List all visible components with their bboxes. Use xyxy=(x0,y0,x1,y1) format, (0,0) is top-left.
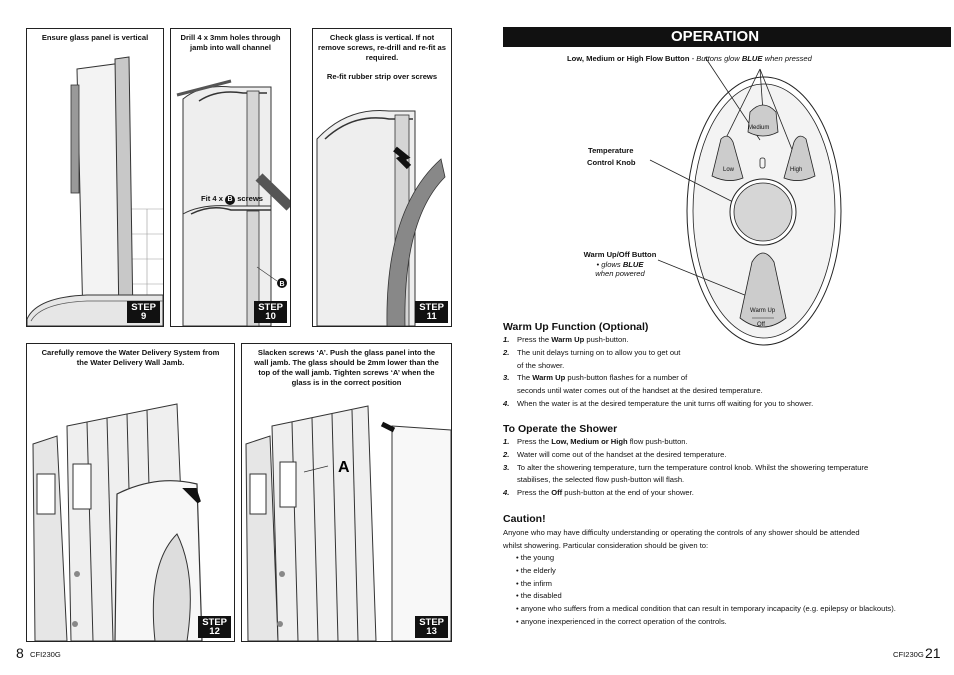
step-number: 2. xyxy=(503,347,510,357)
warm-up-steps: 1.Press the Warm Up push-button.2.The un… xyxy=(503,334,813,411)
off-button-label: Off xyxy=(757,322,765,328)
step-13-callout-a: A xyxy=(338,459,350,476)
step-number: 4. xyxy=(503,488,510,498)
operation-title: OPERATION xyxy=(671,28,760,45)
b-callout-icon: B xyxy=(225,195,236,205)
step-item: 3.To alter the showering temperature, tu… xyxy=(503,462,868,475)
warm-up-off-label: Warm Up/Off Button • glows BLUE when pow… xyxy=(583,250,657,279)
step-number: 3. xyxy=(503,373,510,383)
temperature-control-knob[interactable] xyxy=(733,182,793,242)
step-11-illustration xyxy=(316,110,446,326)
step-10-callout-b: B xyxy=(279,281,284,288)
step-9-illustration xyxy=(27,29,163,326)
step-11-caption: Check glass is vertical. If not remove s… xyxy=(318,33,446,62)
thermometer-icon xyxy=(759,157,766,169)
low-button-label: Low xyxy=(723,167,735,173)
step-item: 4.Press the Off push-button at the end o… xyxy=(503,487,868,500)
step-item: stabilises, the selected flow push-butto… xyxy=(517,475,685,485)
warm-up-button-label: Warm Up xyxy=(750,308,776,314)
step-10-caption: Drill 4 x 3mm holes through jamb into wa… xyxy=(180,33,281,52)
left-page-number: 8 xyxy=(16,645,24,661)
step-10-sub-caption: Fit 4 x B screws xyxy=(201,194,263,205)
step-item: of the shower. xyxy=(517,360,565,370)
caution-list-item: • anyone inexperienced in the correct op… xyxy=(516,616,727,626)
step-number: 1. xyxy=(503,335,510,344)
step-11-caption-2: Re-fit rubber strip over screws xyxy=(326,72,438,81)
medium-button-label: Medium xyxy=(748,125,770,131)
step-13-panel: A Slacken screws ‘A’. Push the glass pan… xyxy=(241,343,452,642)
step-item: 1.Press the Low, Medium or High flow pus… xyxy=(503,436,868,449)
step-12-caption: Carefully remove the Water Delivery Syst… xyxy=(41,348,220,367)
step-item: 2.The unit delays turning on to allow yo… xyxy=(503,347,813,360)
step-12-illustration xyxy=(32,403,203,641)
right-page-number: 21 xyxy=(925,645,941,661)
high-button[interactable] xyxy=(783,135,816,181)
caution-list: • the young • the elderly • the infirm • th… xyxy=(516,552,908,629)
left-page-code: CFI230G xyxy=(30,650,61,659)
step-item: 2.Water will come out of the handset at … xyxy=(503,449,868,462)
step-number: 2. xyxy=(503,449,510,459)
step-item: 3.The Warm Up push-button flashes for a … xyxy=(503,372,813,385)
caution-list-item: • the infirm xyxy=(516,578,552,588)
operation-title-bar: OPERATION xyxy=(503,27,951,47)
caution-list-item: • the disabled xyxy=(516,591,562,601)
warm-up-heading: Warm Up Function (Optional) xyxy=(503,321,649,333)
high-button-label: High xyxy=(790,167,803,173)
right-page-code: CFI230G xyxy=(893,650,924,659)
step-9-caption: Ensure glass panel is vertical xyxy=(41,33,149,42)
warm-up-off-button[interactable] xyxy=(739,252,787,328)
caution-list-item: • the elderly xyxy=(516,565,556,575)
operate-heading: To Operate the Shower xyxy=(503,423,618,435)
step-item: 4.When the water is at the desired tempe… xyxy=(503,398,813,411)
step-10-illustration: B xyxy=(176,79,290,326)
flow-button-label: Low, Medium or High Flow Button - Button… xyxy=(567,54,812,63)
caution-list-item: • anyone who suffers from a medical cond… xyxy=(516,604,896,614)
step-12-panel: Carefully remove the Water Delivery Syst… xyxy=(26,343,235,642)
caution-heading: Caution! xyxy=(503,513,546,525)
step-11-panel: Check glass is vertical. If not remove s… xyxy=(312,28,452,327)
caution-text: Anyone who may have difficulty understan… xyxy=(503,528,860,550)
step-number: 3. xyxy=(503,462,510,472)
step-number: 1. xyxy=(503,437,510,446)
operate-steps: 1.Press the Low, Medium or High flow pus… xyxy=(503,436,868,500)
low-button[interactable] xyxy=(711,135,744,181)
step-13-caption: Slacken screws ‘A’. Push the glass panel… xyxy=(254,348,439,387)
step-item: 1.Press the Warm Up push-button. xyxy=(503,334,813,347)
medium-button[interactable] xyxy=(747,104,779,137)
step-number: 4. xyxy=(503,398,510,408)
step-13-illustration: A xyxy=(245,405,451,641)
caution-list-item: • the young xyxy=(516,553,555,562)
temperature-knob-label: Temperature Control Knob xyxy=(587,146,636,167)
step-item: seconds until water comes out of the han… xyxy=(517,386,763,396)
step-10-panel: B Drill 4 x 3mm holes through jamb into … xyxy=(170,28,291,327)
